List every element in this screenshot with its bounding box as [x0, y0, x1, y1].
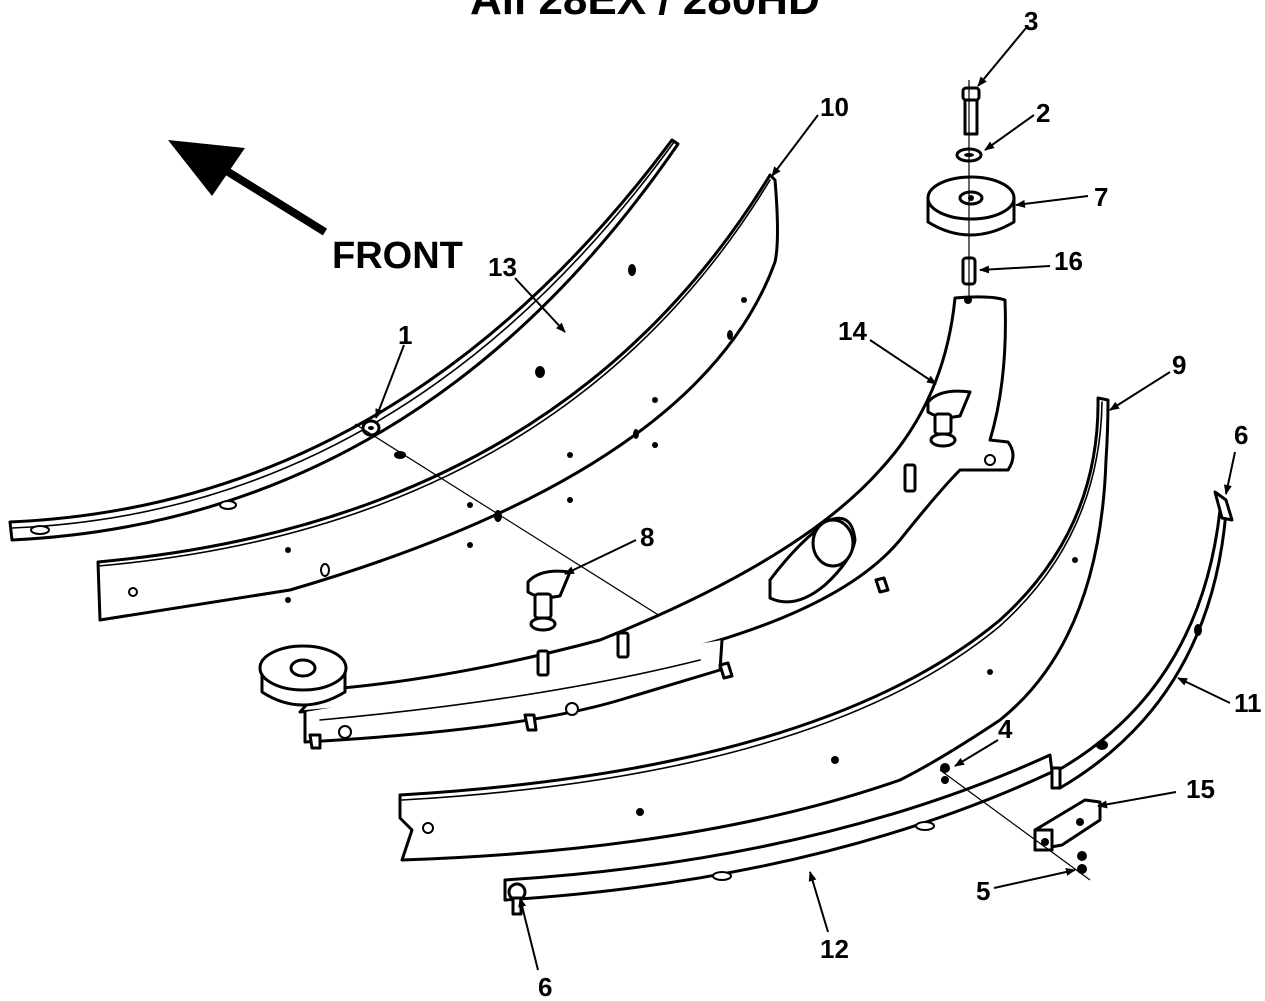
part-3-bolt — [961, 86, 981, 136]
callout-11: 11 — [1234, 688, 1262, 718]
part-8-latch-knob-right — [926, 389, 972, 448]
axis-line-1 — [354, 423, 661, 617]
callout-2: 2 — [1036, 98, 1050, 128]
part-5-nuts — [1077, 851, 1087, 874]
callout-6-left: 6 — [538, 972, 552, 1001]
front-label: FRONT — [332, 235, 463, 277]
part-8-latch-knob-left — [526, 569, 572, 632]
part-4-nuts — [940, 763, 950, 784]
part-14-bracket-arm — [298, 295, 1015, 750]
diagram-title: All 28EX / 280HD — [470, 0, 820, 24]
callout-5: 5 — [976, 876, 990, 906]
callout-6-right: 6 — [1234, 420, 1248, 450]
part-13-curved-strip — [8, 138, 680, 542]
callout-14: 14 — [838, 316, 867, 346]
callout-4: 4 — [998, 714, 1013, 744]
part-15-clamp-bracket — [1033, 798, 1102, 852]
callout-15: 15 — [1186, 774, 1215, 804]
part-9-curved-band — [398, 396, 1110, 862]
callout-3: 3 — [1024, 6, 1038, 36]
leader-lines — [375, 27, 1236, 971]
callout-1: 1 — [398, 320, 412, 350]
front-direction-arrow — [168, 140, 328, 236]
callout-8: 8 — [640, 522, 654, 552]
axis-line-3 — [939, 769, 1091, 881]
callout-13: 13 — [488, 252, 517, 282]
part-1-nut — [361, 419, 381, 437]
callout-16: 16 — [1054, 246, 1083, 276]
part-6-wing-fastener-right — [1213, 490, 1234, 522]
part-7-bumper-top — [926, 175, 1016, 237]
part-7-bumper-lower — [258, 644, 348, 707]
callout-9: 9 — [1172, 350, 1186, 380]
callout-10: 10 — [820, 92, 849, 122]
callout-12: 12 — [820, 934, 849, 964]
callout-7: 7 — [1094, 182, 1108, 212]
part-10-curved-band — [96, 173, 779, 622]
